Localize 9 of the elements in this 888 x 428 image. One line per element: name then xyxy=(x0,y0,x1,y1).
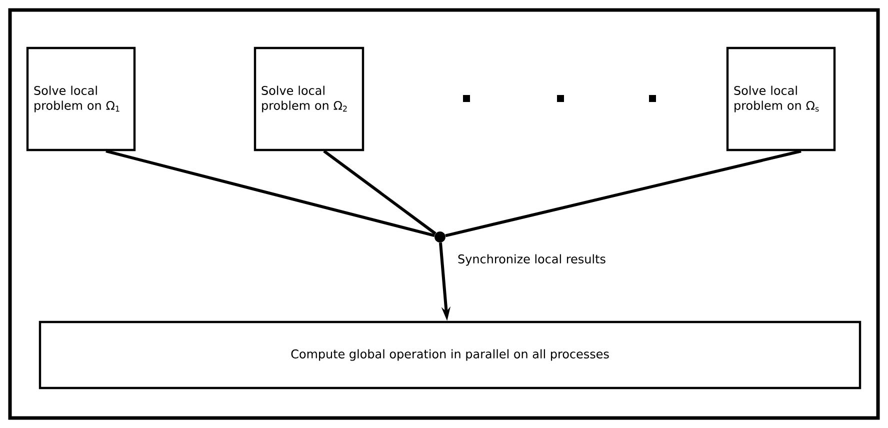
process-box: Compute global operation in parallel on all processes xyxy=(38,320,862,390)
node-caption: Synchronize local results xyxy=(458,254,606,266)
junction-dot xyxy=(434,232,446,242)
connector xyxy=(106,150,435,238)
task-box: Solve local problem on Ω$_{1}$ xyxy=(26,46,136,152)
connector xyxy=(445,150,802,238)
task-box: Solve local problem on Ω$_{2}$ xyxy=(254,46,364,152)
task-box: Solve local problem on Ω$_{s}$ xyxy=(726,46,836,152)
connector xyxy=(323,150,436,235)
